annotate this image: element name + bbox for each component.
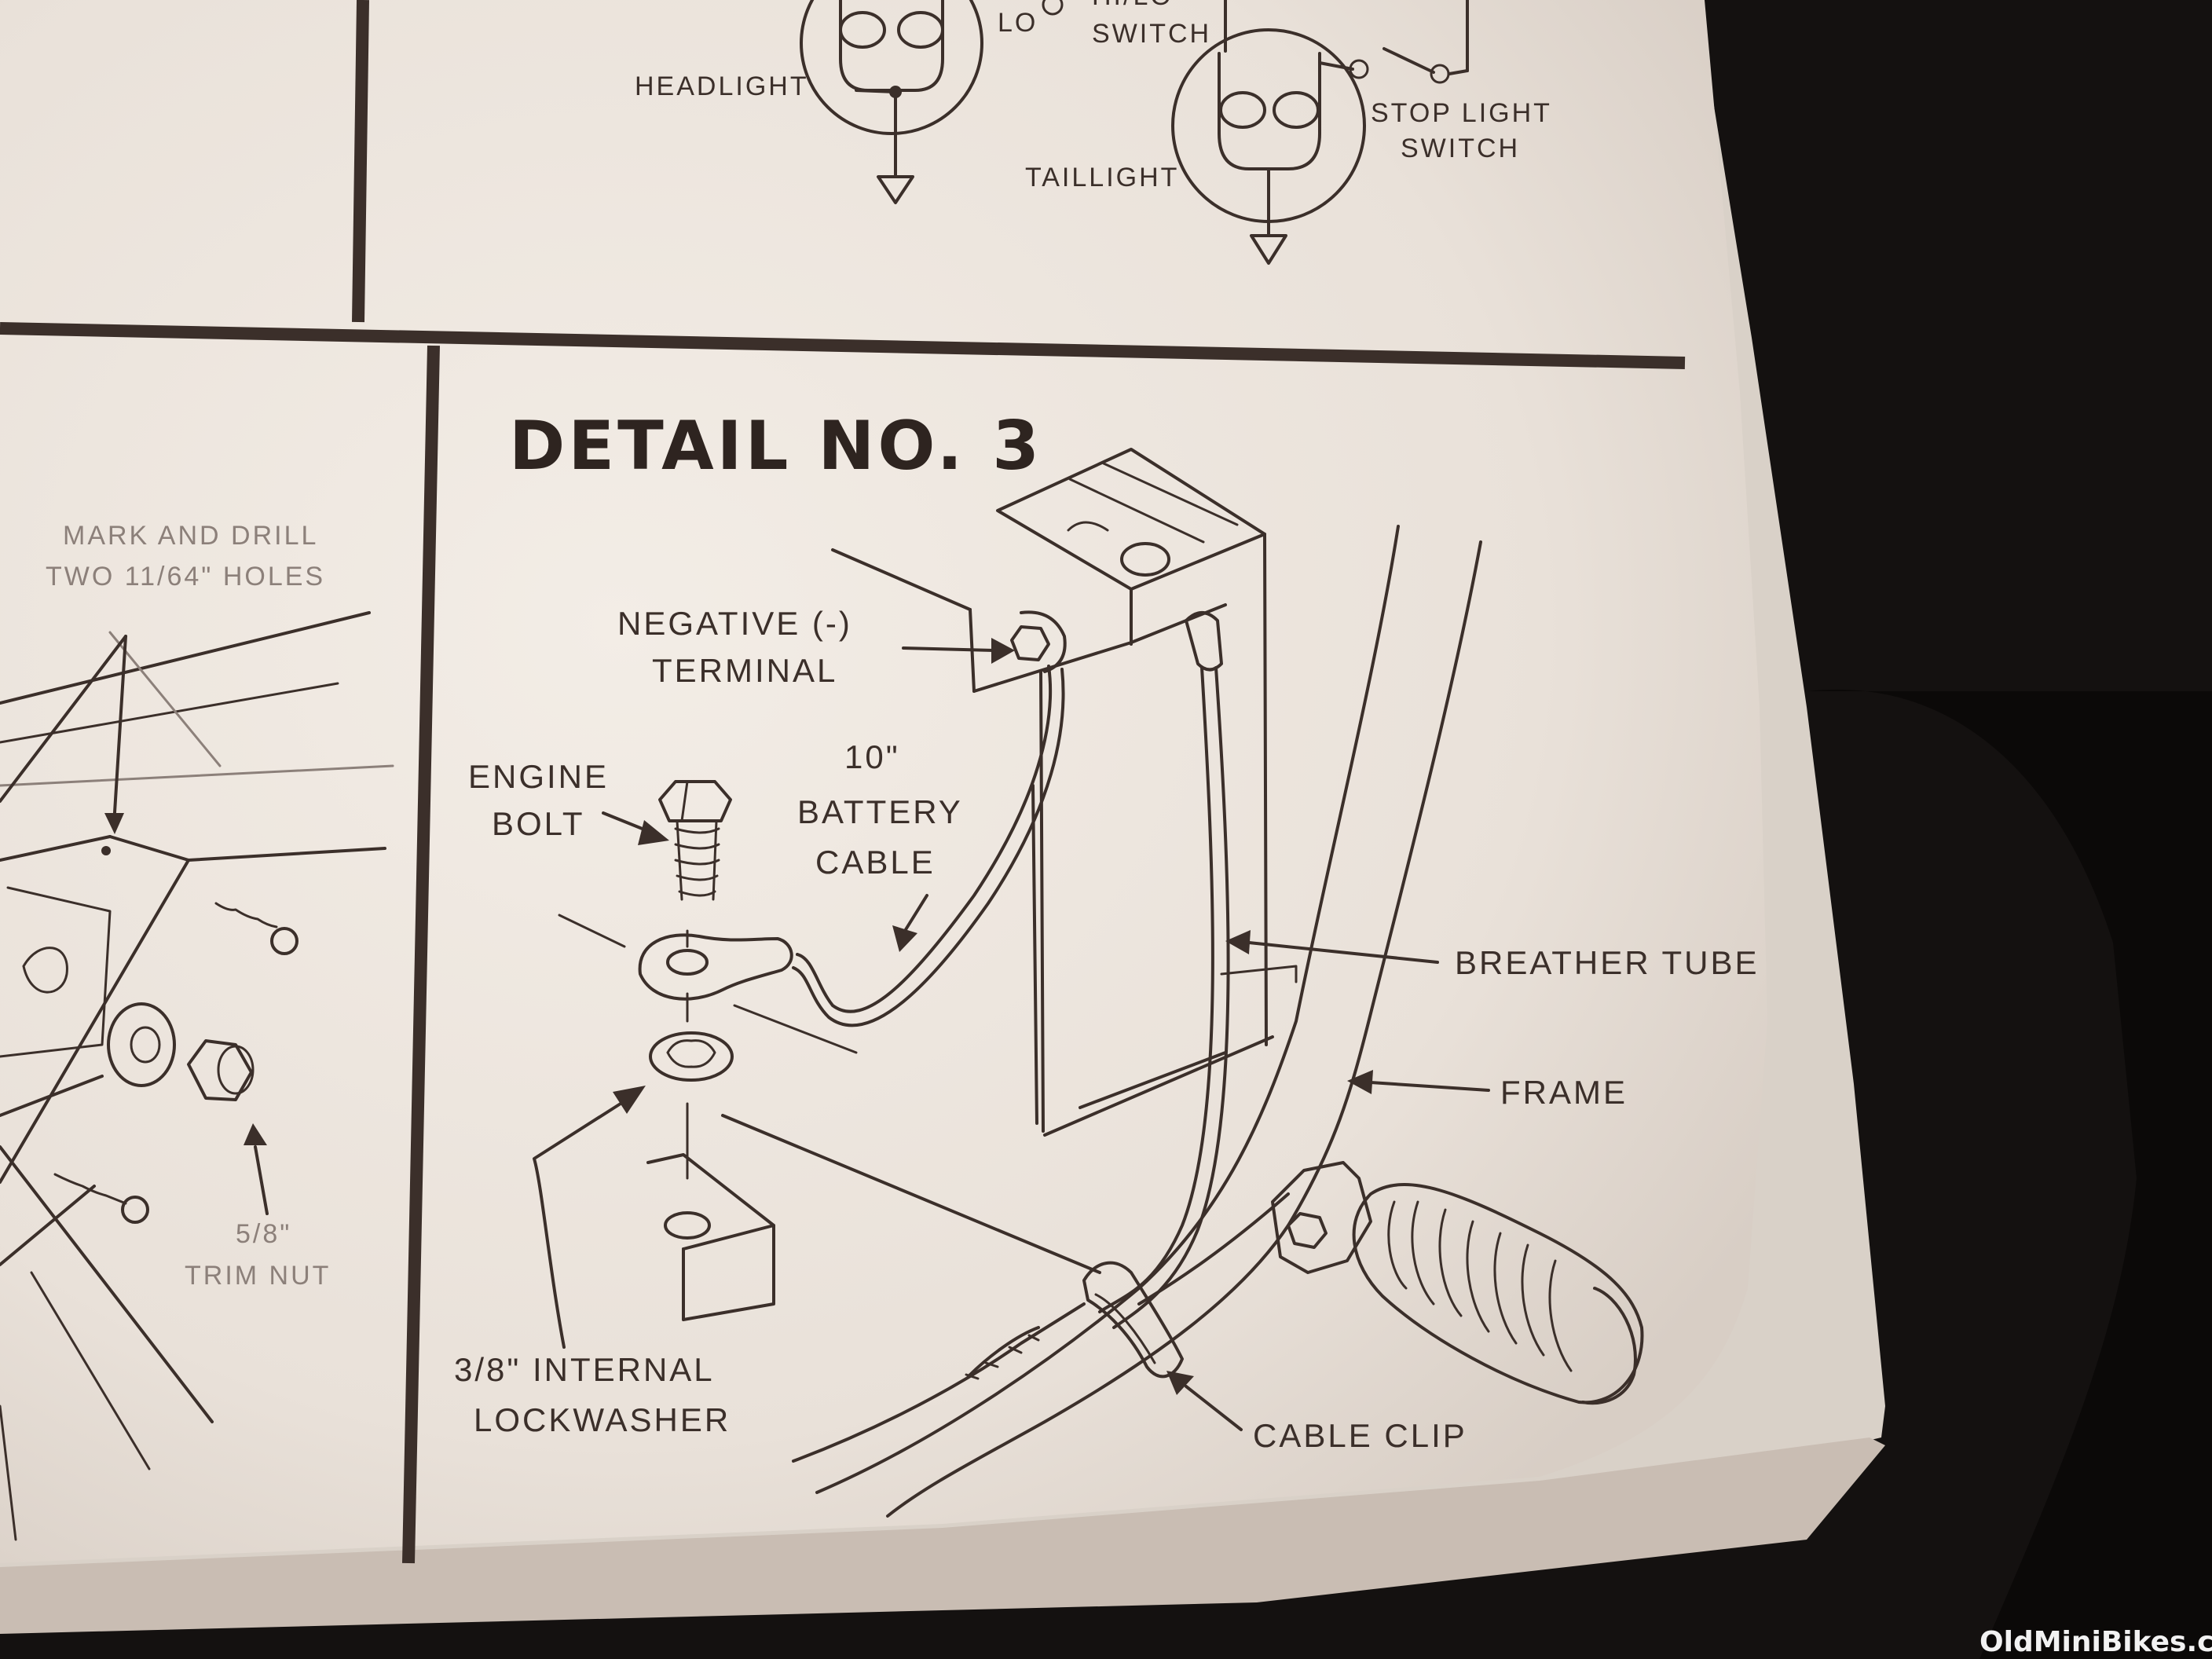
detail-title: DETAIL NO. 3 [509, 407, 1042, 485]
lo-label: LO [998, 8, 1038, 38]
battery-cable-label-3: CABLE [815, 844, 936, 881]
negative-terminal-label-2: TERMINAL [652, 652, 837, 689]
mark-drill-label-1: MARK AND DRILL [63, 521, 318, 551]
screw-top [214, 902, 298, 955]
battery-cable-label-1: 10" [844, 738, 900, 775]
washer [107, 1002, 176, 1087]
leader-lines [533, 638, 1490, 1431]
lockwasher-label-1: 3/8" INTERNAL [454, 1351, 715, 1388]
paper-sheet [0, 0, 1767, 1563]
stop-light-switch-label-1: STOP LIGHT [1371, 98, 1552, 128]
cable-clip [1082, 1261, 1184, 1379]
taillight-label: TAILLIGHT [1025, 163, 1179, 192]
trim-nut-label-2: TRIM NUT [185, 1261, 331, 1291]
engine-bolt [658, 780, 732, 901]
engine-bolt-label-2: BOLT [492, 805, 585, 842]
background-shadow-object [1807, 689, 2212, 1659]
mark-drill-label-2: TWO 11/64" HOLES [46, 562, 325, 591]
negative-terminal-bolt [1010, 610, 1067, 673]
divider-vertical-bottom [402, 345, 440, 1564]
battery-cable-label-2: BATTERY [797, 793, 963, 830]
frame-label: FRAME [1500, 1074, 1628, 1111]
foot-peg [1271, 1161, 1644, 1405]
divider-horizontal [0, 322, 1686, 369]
mounting-block [646, 1153, 775, 1321]
breather-tube-label: BREATHER TUBE [1455, 944, 1760, 981]
left-panel: MARK AND DRILL TWO 11/64" HOLES [0, 521, 394, 1541]
engine-bolt-label-1: ENGINE [468, 758, 609, 795]
ring-terminal [638, 933, 793, 1001]
divider-vertical-top [352, 0, 369, 323]
frame-tube [792, 525, 1482, 1518]
trim-nut-label-1: 5/8" [236, 1219, 291, 1249]
stop-light-switch-label-2: SWITCH [1401, 134, 1520, 163]
wiring-panel: HEADLIGHT LO HI/LO SWITCH TAILLIGHT STOP… [635, 0, 1552, 265]
cable-clip-label: CABLE CLIP [1253, 1417, 1467, 1454]
trim-nut [187, 1039, 269, 1215]
bottom-strip [0, 1437, 1885, 1634]
detail-panel: DETAIL NO. 3 [454, 407, 1760, 1518]
negative-terminal-label-1: NEGATIVE (-) [617, 605, 852, 642]
lo-terminal [1042, 0, 1064, 16]
headlight-symbol [800, 0, 983, 204]
hi-lo-switch-label-1: HI/LO [1092, 0, 1174, 11]
battery-cable [792, 665, 1065, 1027]
lockwasher [649, 1031, 734, 1082]
hi-lo-switch-label-2: SWITCH [1092, 19, 1211, 49]
headlight-label: HEADLIGHT [635, 71, 809, 101]
taillight-symbol [1171, 0, 1469, 265]
screw-bottom [53, 1173, 149, 1224]
watermark: OldMiniBikes.com [1979, 1626, 2212, 1658]
lockwasher-label-2: LOCKWASHER [474, 1401, 731, 1438]
